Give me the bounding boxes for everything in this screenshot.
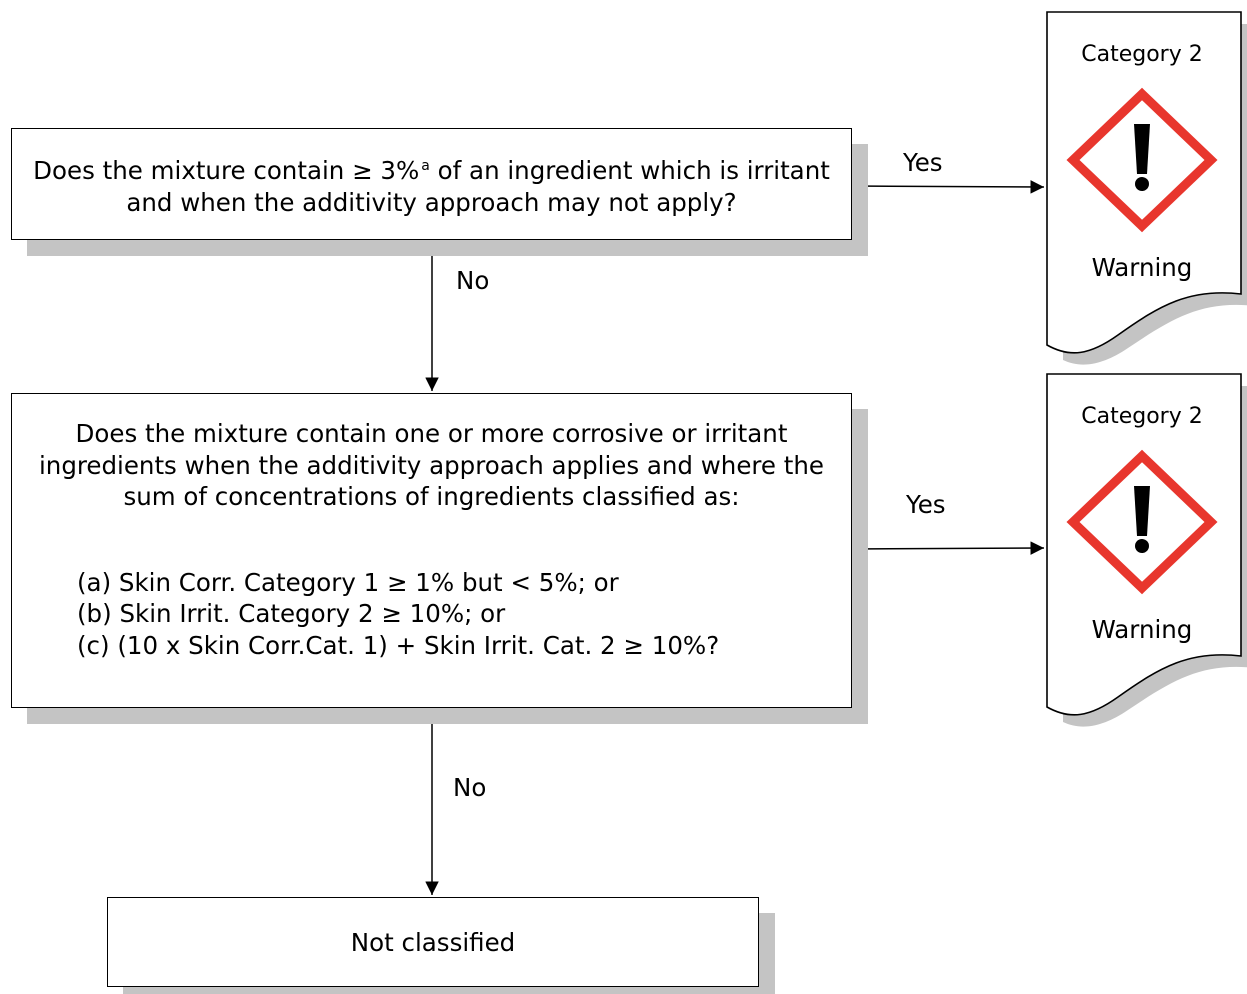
criterion-b: (b) Skin Irrit. Category 2 ≥ 10%; or	[77, 599, 506, 628]
exclamation-mark-icon	[1066, 449, 1218, 595]
yes-arrow-1	[851, 180, 1045, 194]
outcome-signal-word-2: Warning	[1091, 615, 1193, 644]
terminal-label: Not classified	[350, 927, 516, 957]
no-label-1: No	[456, 266, 490, 295]
yes-label-1: Yes	[903, 148, 943, 177]
exclamation-mark-icon	[1066, 87, 1218, 233]
no-label-2: No	[453, 773, 487, 802]
yes-label-2: Yes	[906, 490, 946, 519]
outcome-category-2: Category 2	[1081, 404, 1203, 429]
outcome-category-1: Category 2	[1081, 42, 1203, 67]
decision-box-2: Does the mixture contain one or more cor…	[11, 393, 852, 708]
outcome-signal-word-1: Warning	[1091, 253, 1193, 282]
decision-question-2: Does the mixture contain one or more cor…	[38, 419, 825, 511]
criterion-a: (a) Skin Corr. Category 1 ≥ 1% but < 5%;…	[77, 568, 619, 597]
decision-question-1: Does the mixture contain ≥ 3%a of an ing…	[33, 155, 830, 217]
yes-arrow-2	[851, 541, 1045, 555]
footnote-mark: a	[421, 157, 430, 174]
terminal-box: Not classified	[107, 897, 759, 987]
decision-box-1: Does the mixture contain ≥ 3%a of an ing…	[11, 128, 852, 240]
criterion-c: (c) (10 x Skin Corr.Cat. 1) + Skin Irrit…	[77, 631, 720, 660]
